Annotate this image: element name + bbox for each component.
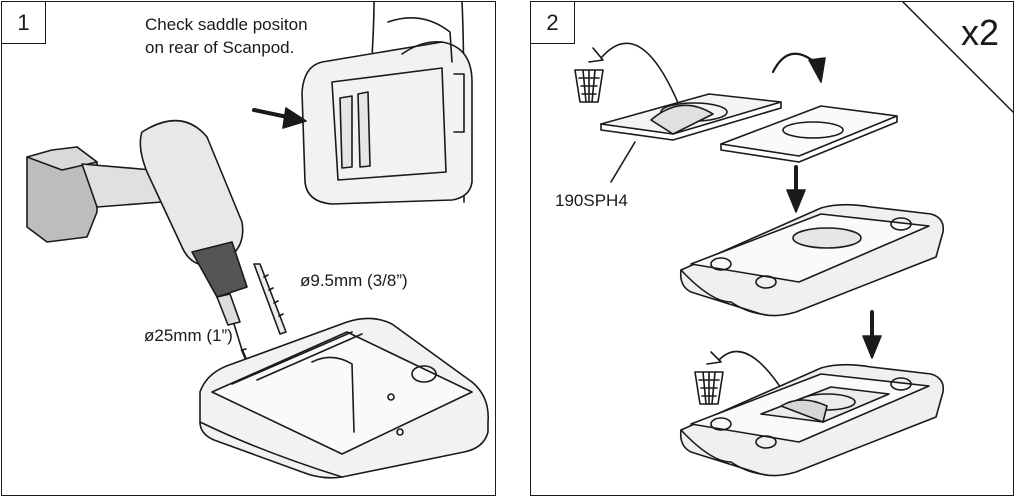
quantity-corner-divider [902,2,1013,113]
step-1-illustration [26,2,489,479]
scanpod-rear-illustration [301,2,473,205]
down-arrow-icon [862,310,882,359]
saddle-instruction-line1: Check saddle positon [145,15,308,34]
mounting-bracket-illustration [679,203,945,317]
scanpod-base-illustration [199,317,489,479]
part-number-label: 190SPH4 [555,191,628,210]
step-2-number: 2 [531,2,575,44]
saddle-instruction-line2: on rear of Scanpod. [145,38,295,57]
drill-bit-icon [253,263,287,335]
down-arrow-icon [786,165,806,213]
adhesive-pad-illustration [720,105,898,163]
step-2-illustration [574,2,1013,477]
drill-icon [26,119,250,366]
step-1-panel: 1 Check saddle positon on rear of Scanpo… [1,1,496,496]
flip-arrow-icon [771,52,826,83]
trash-bin-icon [574,69,604,103]
hole-size-small-label: ø9.5mm (3/8”) [300,271,408,290]
hole-size-large-label: ø25mm (1”) [144,326,233,345]
quantity-label: x2 [960,12,999,53]
peel-off-arc [600,42,682,111]
step-2-panel: 2 x2 190SPH4 [530,1,1014,496]
adhesive-pad-illustration [600,93,782,183]
mounting-bracket-illustration [679,363,945,477]
arrow-to-saddle-icon [252,107,307,129]
peel-off-arrow-icon [588,47,604,63]
step-1-number: 1 [2,2,46,44]
trash-bin-icon [694,371,724,405]
peel-off-arrow-icon [706,351,722,365]
